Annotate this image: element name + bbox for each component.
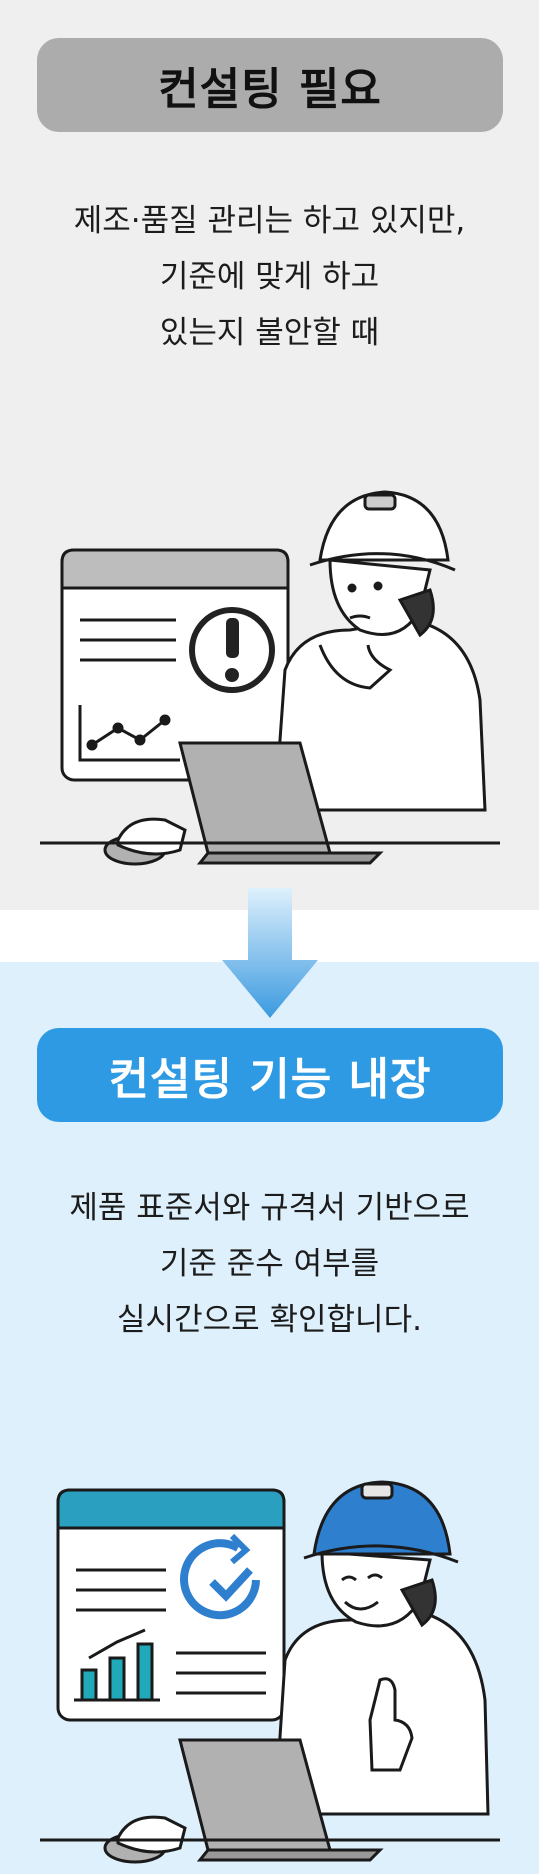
happy-worker-illustration [40, 1480, 500, 1864]
description-line: 기준 준수 여부를 [159, 1246, 380, 1282]
description-line: 실시간으로 확인합니다. [117, 1302, 422, 1338]
line-chart-icon [78, 705, 180, 762]
description-line: 제조·품질 관리는 하고 있지만, [73, 203, 466, 239]
description-after: 제품 표준서와 규격서 기반으로 기준 준수 여부를 실시간으로 확인합니다. [20, 1180, 519, 1348]
description-line: 있는지 불안할 때 [159, 315, 380, 351]
down-arrow-icon [222, 888, 318, 1018]
worker [273, 490, 487, 812]
description-before: 제조·품질 관리는 하고 있지만, 기준에 맞게 하고 있는지 불안할 때 [20, 193, 519, 361]
bar-chart-icon [74, 1628, 160, 1702]
title-consulting-needed: 컨설팅 필요 [37, 38, 503, 132]
check-refresh-icon [180, 1533, 260, 1620]
thumbs-up-icon [368, 1677, 414, 1772]
laptop-icon [178, 1738, 384, 1862]
description-line: 기준에 맞게 하고 [159, 259, 380, 295]
worried-worker-illustration [40, 490, 500, 866]
exclamation-icon [189, 607, 275, 693]
laptop-icon [178, 741, 384, 865]
description-line: 제품 표준서와 규격서 기반으로 [69, 1190, 470, 1226]
worker [273, 1480, 490, 1816]
title-consulting-built-in: 컨설팅 기능 내장 [37, 1028, 503, 1122]
